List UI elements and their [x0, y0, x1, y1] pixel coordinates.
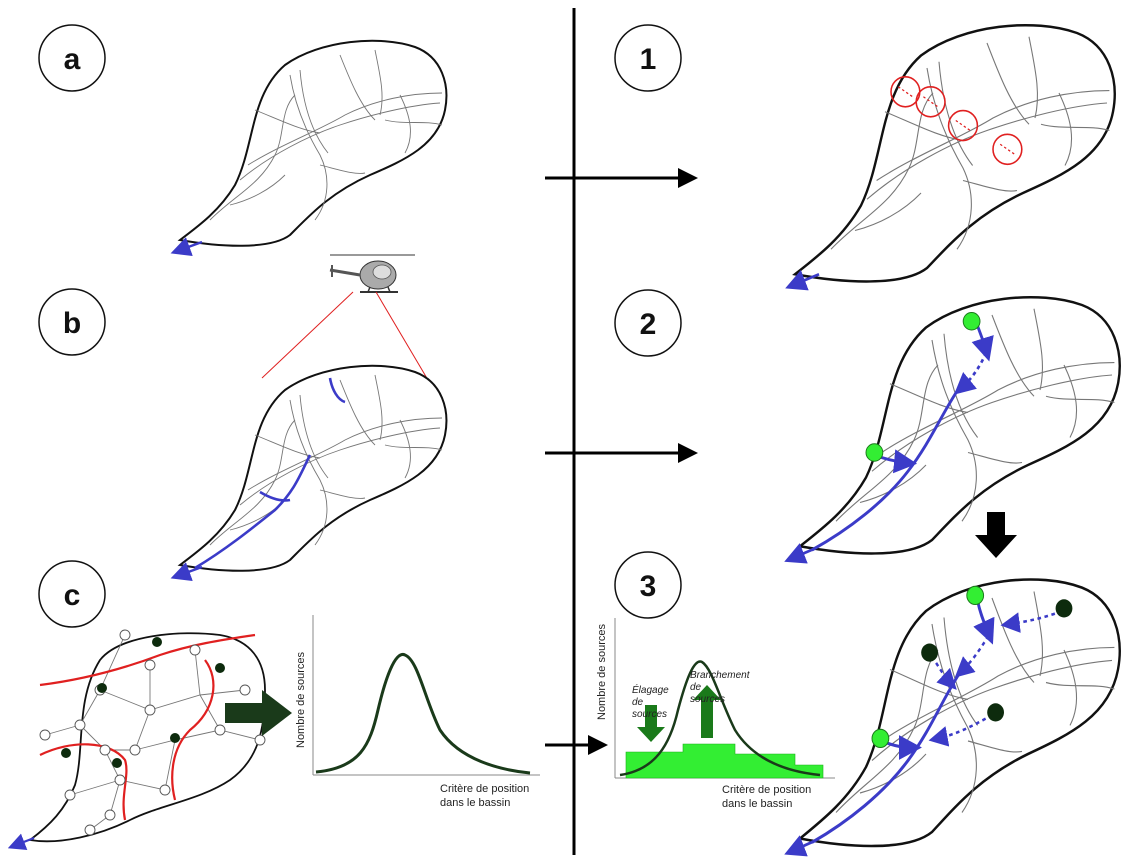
basin-a: [170, 39, 448, 256]
svg-text:3: 3: [640, 570, 657, 603]
branch-arrow: [693, 685, 721, 738]
graph-c: Nombre de sources Critère de position da…: [295, 615, 540, 809]
observed-river-branch: [259, 490, 291, 502]
branching-label-1: Branchement: [690, 670, 751, 681]
basin-1: [785, 23, 1116, 291]
basin-c: [7, 629, 266, 851]
graph-3-ylabel: Nombre de sources: [596, 624, 608, 720]
source-dark-3: [987, 703, 1004, 722]
label-3: 3: [614, 551, 682, 619]
label-2: 2: [614, 289, 682, 357]
distribution-curve-3: [619, 660, 821, 777]
graph-3: Nombre de sources Élagage de sources Bra…: [596, 618, 835, 810]
stepped-histogram: [625, 743, 824, 779]
basin-b: [170, 364, 448, 581]
graph-c-ylabel: Nombre de sources: [295, 652, 307, 748]
arrow-to-step-3: [545, 735, 608, 755]
river-main-3: [811, 668, 964, 844]
label-a: a: [38, 24, 106, 92]
red-line-3: [39, 743, 128, 821]
observed-river-upper: [328, 377, 346, 404]
pruning-label-2: de: [632, 697, 644, 708]
pruning-label-1: Élagage: [632, 683, 669, 696]
source-green-3: [966, 585, 985, 606]
arrow-to-graph-c: [225, 690, 292, 736]
source-green-4: [871, 728, 890, 749]
source-green-2: [865, 443, 884, 462]
label-c: c: [38, 560, 106, 628]
svg-text:b: b: [63, 307, 81, 340]
observed-river-main: [194, 454, 312, 570]
branching-label-3: sources: [690, 694, 725, 705]
pruning-label-3: sources: [632, 709, 667, 720]
red-line-1: [39, 633, 256, 687]
arrow-down: [975, 512, 1017, 558]
source-dark-1: [1055, 599, 1073, 618]
svg-text:a: a: [64, 43, 81, 76]
label-1: 1: [614, 24, 682, 92]
helicopter-icon: [329, 254, 415, 293]
source-dark-2: [921, 643, 938, 662]
arrow-to-step-2: [545, 443, 698, 463]
graph-c-xlabel-2: dans le bassin: [440, 797, 510, 809]
svg-text:c: c: [64, 579, 81, 612]
source-green-1: [962, 312, 981, 331]
prune-arrow: [637, 705, 665, 742]
svg-text:1: 1: [640, 43, 657, 76]
label-b: b: [38, 288, 106, 356]
graph-3-xlabel-2: dans le bassin: [722, 798, 792, 810]
basin-3: [784, 578, 1121, 857]
branching-label-2: de: [690, 682, 702, 693]
distribution-curve-c: [315, 653, 531, 775]
road-crossing-markers: [890, 75, 1023, 166]
basin-2: [784, 295, 1121, 564]
graph-c-xlabel-1: Critère de position: [440, 783, 529, 795]
svg-text:2: 2: [640, 308, 657, 341]
red-line-2: [171, 659, 215, 801]
arrow-to-step-1: [545, 168, 698, 188]
graph-3-xlabel-1: Critère de position: [722, 784, 811, 796]
